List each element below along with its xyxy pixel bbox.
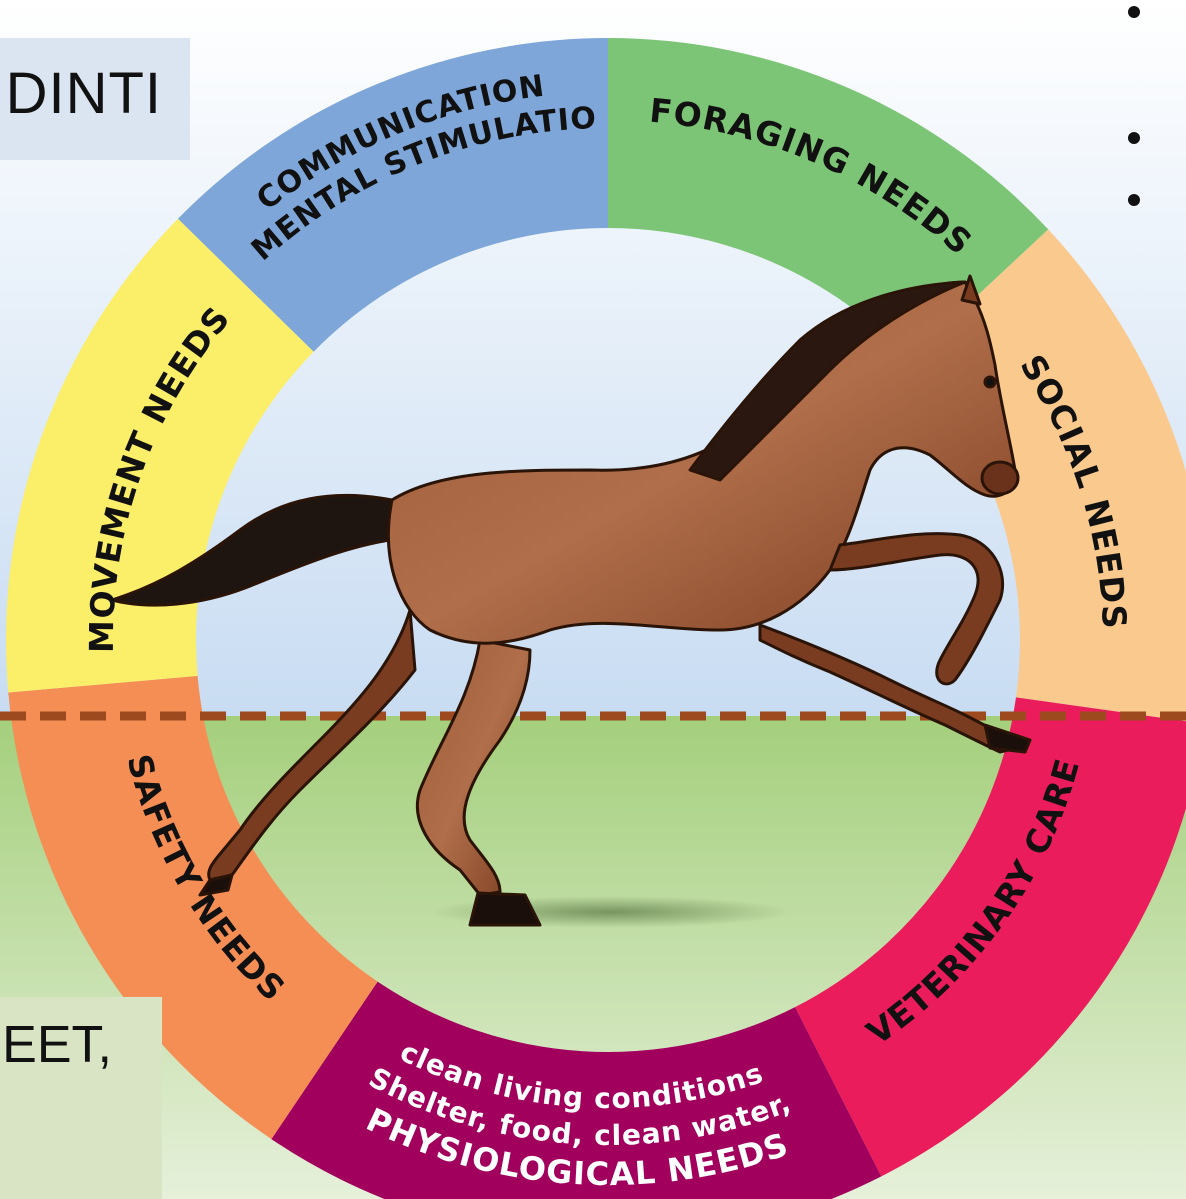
- top-text: DINTI: [0, 60, 162, 127]
- horse-eye: [985, 377, 995, 387]
- bullet-2: [1128, 132, 1140, 144]
- bottom-text-box: EET,: [0, 997, 162, 1199]
- horse-muzzle: [982, 462, 1018, 494]
- bottom-text: EET,: [0, 1015, 112, 1075]
- bullet-1: [1128, 6, 1140, 18]
- top-text-box: DINTI: [0, 38, 190, 160]
- bullet-3: [1128, 194, 1140, 206]
